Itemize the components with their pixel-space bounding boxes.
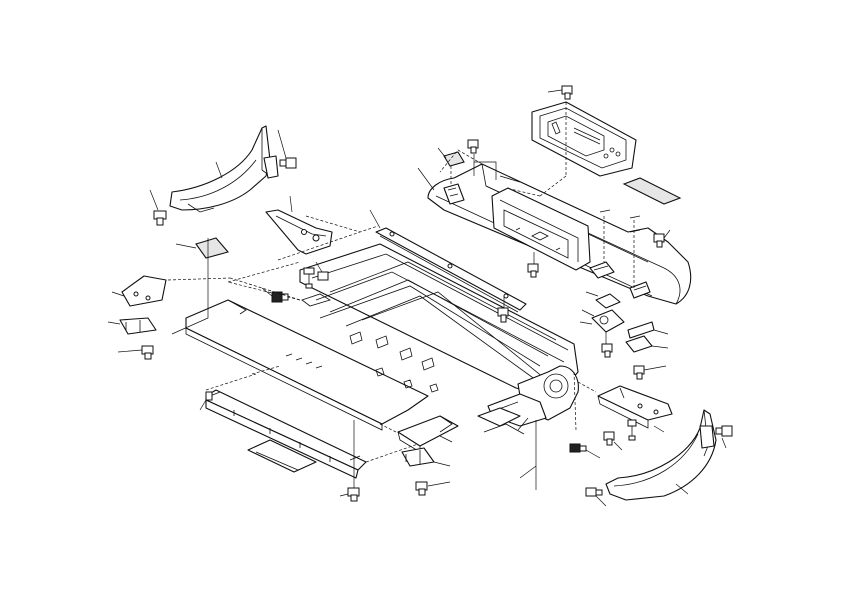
screw-lower-center: [415, 481, 451, 496]
leader-left-cover: [215, 161, 223, 179]
screw-top-cover-inner: [527, 252, 539, 278]
body-alignment-lines: [227, 231, 577, 431]
screw-right-2: [633, 365, 667, 380]
rail-label-plate: [247, 439, 317, 473]
left-mount-plate: [111, 275, 167, 307]
upper-left-bracket: [265, 195, 333, 255]
lower-center-bracket: [397, 415, 459, 453]
right-side-bracket: [597, 385, 673, 433]
lower-center-clamp: [401, 447, 451, 467]
base-plate-slots: [285, 353, 439, 393]
screw-right-bracket-1: [603, 431, 623, 451]
cover-mount-bracket-far-right: [629, 281, 651, 299]
operation-panel-bracket: [491, 187, 591, 271]
screw-center-3: [497, 296, 509, 323]
right-holder: [625, 335, 669, 353]
right-side-cover: [605, 409, 717, 501]
front-guide-rail: [199, 389, 367, 479]
screw-front-rail: [339, 420, 360, 502]
screw-right-1: [601, 332, 613, 358]
cover-mount-bracket-right: [589, 261, 615, 279]
base-plate: [171, 238, 439, 431]
panel-label-strip: [622, 177, 682, 205]
lower-right-plate: [477, 407, 525, 435]
screw-bottom-center: [569, 443, 601, 459]
screw-left-cover-lower: [153, 210, 167, 226]
screw-top-cover-right: [653, 229, 671, 248]
right-spring-clip: [627, 321, 669, 339]
roller-knob-left: [261, 287, 289, 303]
assembly-reference-lines: [167, 149, 641, 433]
screw-right-bracket-2: [627, 419, 637, 441]
screw-operation-panel: [547, 85, 573, 100]
right-actuator: [579, 309, 625, 333]
cover-panel-left-hole: [443, 166, 465, 205]
cover-label-small-1: [437, 147, 465, 167]
left-side-cover: [169, 125, 279, 213]
left-clamp-bracket: [107, 317, 157, 335]
main-frame-end-cap: [487, 365, 579, 490]
screw-center-2: [315, 261, 329, 281]
upper-inner-guide: [369, 209, 527, 313]
rail-guide-lines: [205, 373, 419, 463]
operation-panel: [531, 101, 637, 197]
screw-center-1: [303, 267, 315, 289]
label-plate-left: [175, 237, 229, 259]
screw-left-cover-upper: [279, 157, 297, 169]
right-sensor-bracket: [585, 291, 621, 309]
leader-screw-lower: [149, 189, 159, 211]
screw-right-cover-upper: [715, 425, 733, 449]
screw-right-cover-lower: [585, 487, 607, 507]
screw-top-cover-center: [467, 139, 497, 180]
leader-top-cover: [417, 167, 435, 191]
screw-left-clamp: [117, 345, 154, 360]
leader-screw-upper: [277, 129, 287, 159]
